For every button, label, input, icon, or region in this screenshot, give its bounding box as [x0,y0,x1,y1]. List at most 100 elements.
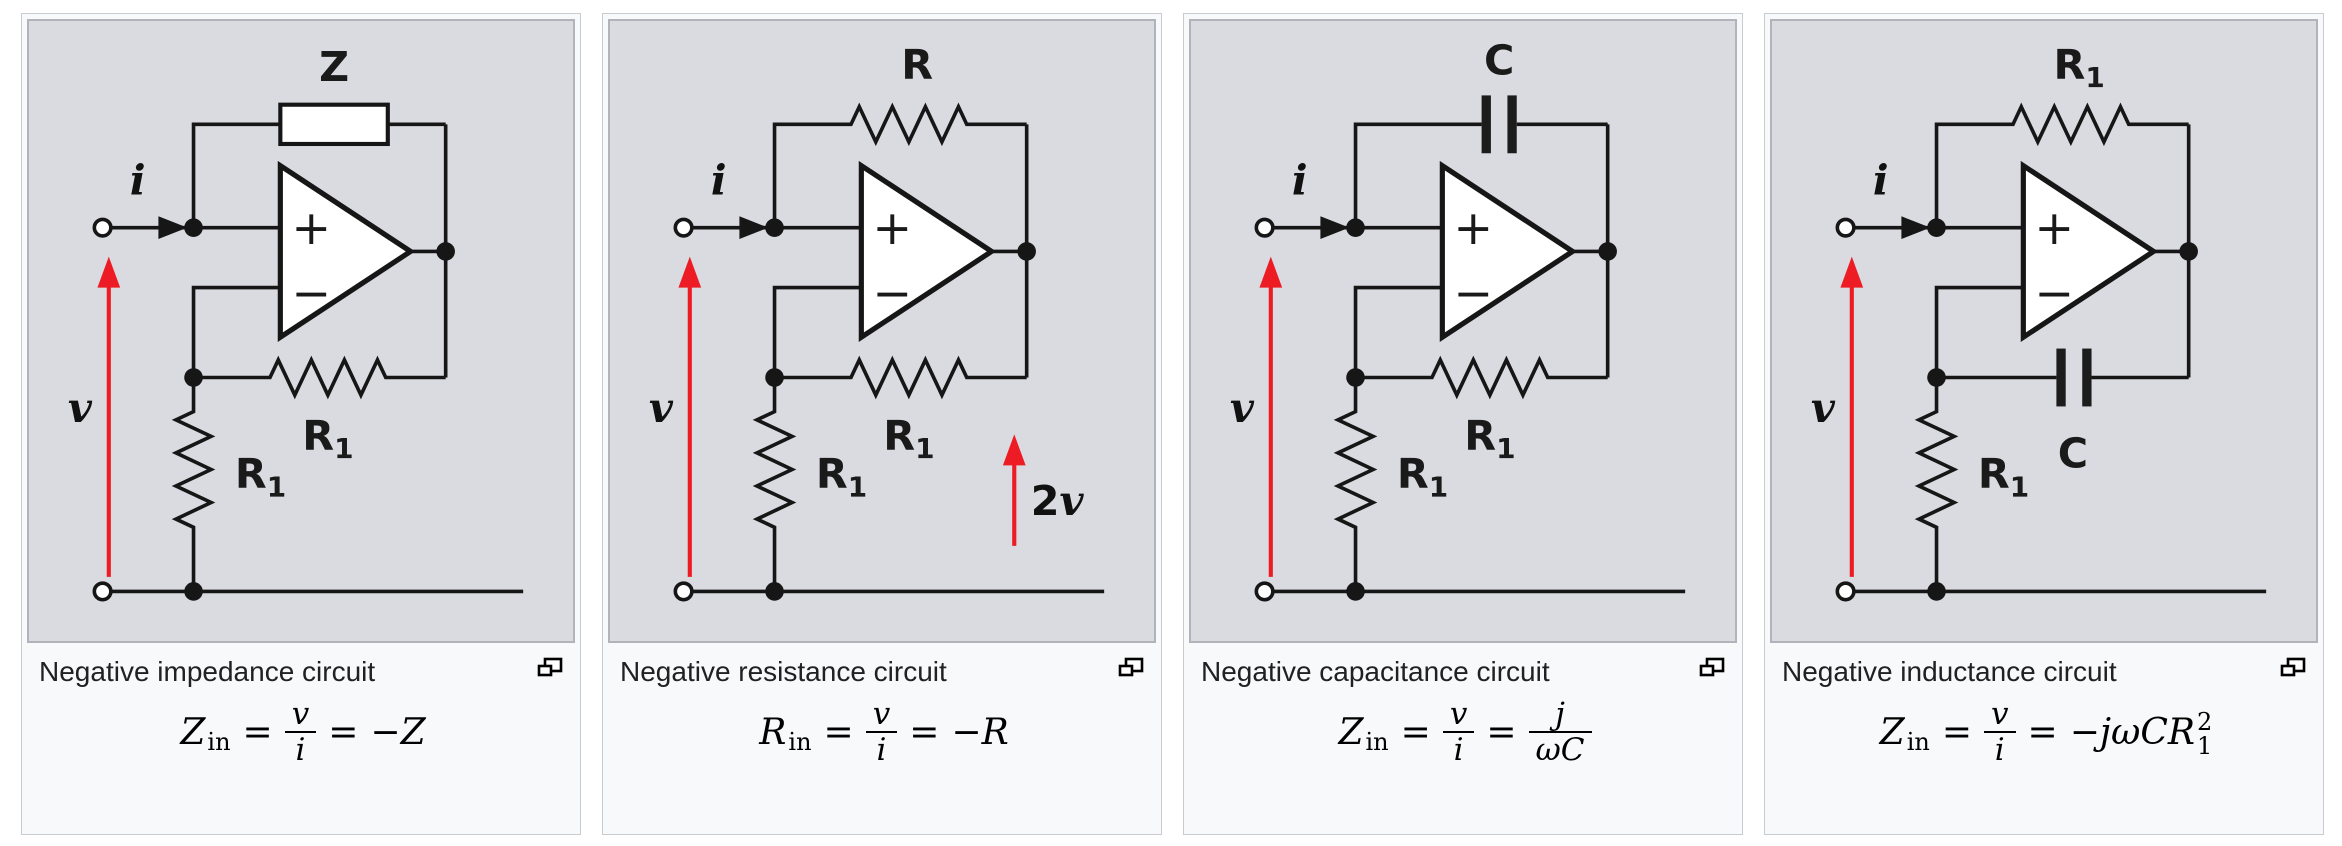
ground-resistor-label: R1 [235,450,286,503]
feedback-resistor-label: R1 [883,412,934,465]
circuit-wires [110,122,524,594]
circuit-diagram: R R1 R1 i v 2v + − [649,41,1105,602]
voltage-label: v [649,383,674,432]
circuit-diagram: C R1 R1 i v + − [1230,37,1686,602]
input-current-arrowhead [158,216,188,240]
input-terminal [673,217,694,238]
node-dot [184,218,203,237]
circuit-image-negative-impedance[interactable]: Z R1 R1 i v + − [27,19,575,643]
circuit-image-negative-resistance[interactable]: R R1 R1 i v 2v + − [608,19,1156,643]
feedback-capacitor-label: C [2058,429,2088,477]
capacitor-plate [2056,348,2066,407]
node-dot [1927,368,1946,387]
magnify-icon[interactable] [1699,657,1725,684]
opamp-minus-sign: − [291,266,331,321]
figure-negative-inductance: R1 C R1 i v + − Negative inductance circ… [1764,13,2324,835]
node-dot [184,582,203,601]
node-dot [1346,218,1365,237]
ground-terminal [1254,581,1275,602]
magnify-icon[interactable] [2280,657,2306,684]
node-dot [765,218,784,237]
node-dot [436,242,455,261]
figure-negative-impedance: Z R1 R1 i v + − Negative impedance circu… [21,13,581,835]
voltage-arrow [1840,256,1864,577]
circuit-diagram: R1 C R1 i v + − [1811,41,2267,602]
voltage-arrow [678,256,702,577]
circuit-wires [691,102,1105,594]
input-terminal [1835,217,1856,238]
node-dot [2179,242,2198,261]
output-voltage-arrow [1002,434,1026,546]
node-dot [1927,582,1946,601]
top-element-label: R [901,41,933,89]
circuit-diagram: Z R1 R1 i v + − [68,43,524,602]
caption-text: Negative capacitance circuit [1201,656,1550,687]
input-current-arrowhead [739,216,769,240]
node-dot [1017,242,1036,261]
ground-resistor-label: R1 [1397,450,1448,503]
opamp-plus-sign: + [872,201,912,256]
voltage-label: v [1230,383,1255,432]
node-dot [1927,218,1946,237]
caption-text: Negative resistance circuit [620,656,947,687]
figure-negative-capacitance: C R1 R1 i v + − Negative capacitance cir… [1183,13,1743,835]
opamp-triangle [1439,160,1578,342]
node-dot [1346,582,1365,601]
capacitor-plate [2082,348,2092,407]
input-current-arrowhead [1320,216,1350,240]
ground-resistor-label: R1 [1978,450,2029,503]
input-current-arrowhead [1901,216,1931,240]
node-dot [1346,368,1365,387]
circuit-image-negative-inductance[interactable]: R1 C R1 i v + − [1770,19,2318,643]
top-element-label: R1 [2054,41,2105,94]
opamp-minus-sign: − [872,266,912,321]
input-terminal [92,217,113,238]
magnify-icon[interactable] [1118,657,1144,684]
feedback-resistor-label: R1 [302,412,353,465]
node-dot [765,582,784,601]
caption-text: Negative impedance circuit [39,656,376,687]
magnify-icon[interactable] [537,657,563,684]
ground-resistor-label: R1 [816,450,867,503]
opamp-triangle [277,160,416,342]
output-voltage-label: 2v [1031,476,1085,525]
top-element-label: C [1484,37,1514,85]
ground-terminal [1835,581,1856,602]
opamp-triangle [858,160,997,342]
node-dot [765,368,784,387]
opamp-plus-sign: + [2034,201,2074,256]
impedance-box-element [278,102,390,147]
input-terminal [1254,217,1275,238]
opamp-minus-sign: − [1453,266,1493,321]
current-label: i [1873,156,1889,205]
ground-terminal [92,581,113,602]
node-dot [1598,242,1617,261]
voltage-label: v [1811,383,1836,432]
opamp-plus-sign: + [1453,201,1493,256]
opamp-plus-sign: + [291,201,331,256]
opamp-triangle [2020,160,2159,342]
current-label: i [711,156,727,205]
figure-negative-resistance: R R1 R1 i v 2v + − Negative resistance c… [602,13,1162,835]
voltage-arrow [97,256,121,577]
ground-terminal [673,581,694,602]
voltage-arrow [1259,256,1283,577]
current-label: i [130,156,146,205]
voltage-label: v [68,383,93,432]
circuit-image-negative-capacitance[interactable]: C R1 R1 i v + − [1189,19,1737,643]
opamp-minus-sign: − [2034,266,2074,321]
current-label: i [1292,156,1308,205]
capacitor-plate [1481,95,1491,154]
capacitor-plate [1507,95,1517,154]
caption-text: Negative inductance circuit [1782,656,2117,687]
top-element-label: Z [319,43,349,91]
